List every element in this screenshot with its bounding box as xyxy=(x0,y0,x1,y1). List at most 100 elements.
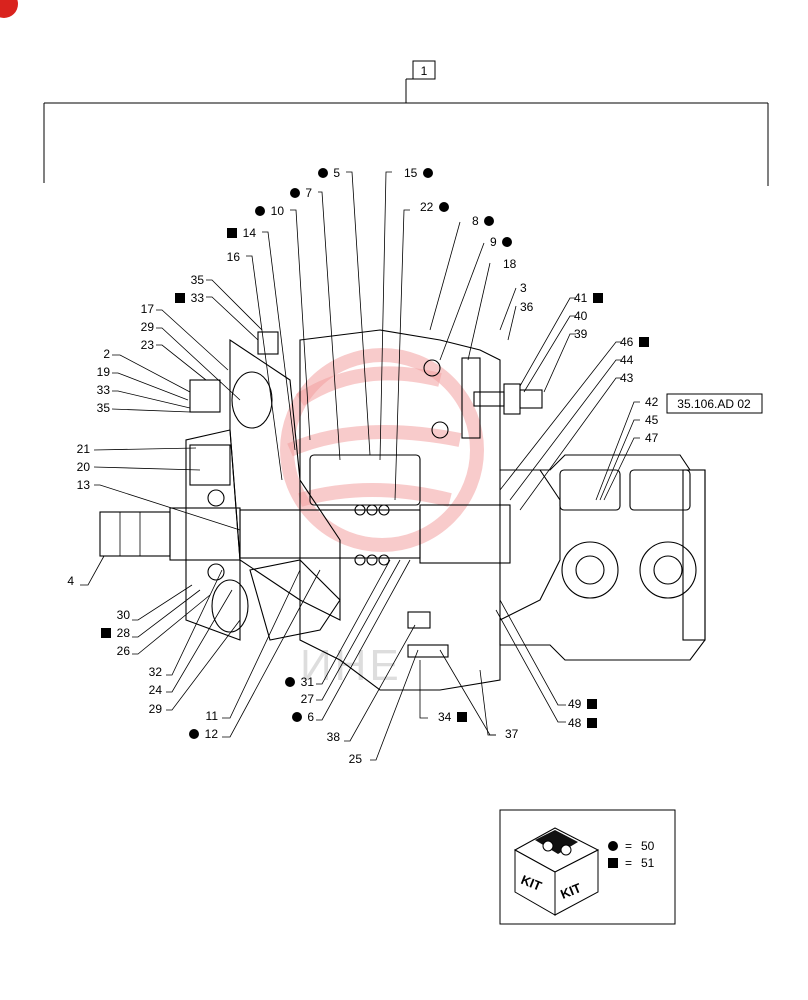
callout-number: 35 xyxy=(97,401,111,415)
kit-legend: KIT KIT = 50 = 51 xyxy=(499,809,676,925)
callout-number: 43 xyxy=(620,371,634,385)
callout-17: 17 xyxy=(141,302,155,316)
kit-box-icon: KIT KIT xyxy=(513,827,600,916)
dot-marker-icon xyxy=(439,202,449,212)
square-marker-icon xyxy=(227,228,237,238)
callout-42: 42 xyxy=(645,395,659,409)
pump-body-drawing xyxy=(99,329,706,691)
callout-29: 29 xyxy=(149,702,163,716)
callout-number: 21 xyxy=(77,442,91,456)
callout-3: 3 xyxy=(520,281,527,295)
callout-number: 31 xyxy=(301,675,315,689)
callout-28: 28 xyxy=(101,626,130,640)
callout-number: 25 xyxy=(349,752,363,766)
callout-number: 45 xyxy=(645,413,659,427)
callout-number: 26 xyxy=(117,644,131,658)
callout-14: 14 xyxy=(227,226,256,240)
callout-31: 31 xyxy=(285,675,314,689)
dot-marker-icon xyxy=(290,188,300,198)
callout-number: 2 xyxy=(103,347,110,361)
dot-marker-icon xyxy=(189,729,199,739)
assembly-ref-label: 1 xyxy=(421,64,428,78)
callout-18: 18 xyxy=(503,257,517,271)
callout-number: 13 xyxy=(77,478,91,492)
kit-label-right: KIT xyxy=(558,880,583,902)
callout-4: 4 xyxy=(67,574,74,588)
callout-number: 19 xyxy=(97,365,111,379)
callout-number: 8 xyxy=(472,214,479,228)
callout-number: 9 xyxy=(490,235,497,249)
callout-number: 32 xyxy=(149,665,163,679)
callout-number: 15 xyxy=(404,166,418,180)
callout-number: 48 xyxy=(568,716,582,730)
square-marker-icon xyxy=(457,712,467,722)
callout-12: 12 xyxy=(189,727,218,741)
callout-13: 13 xyxy=(77,478,91,492)
callout-10: 10 xyxy=(255,204,284,218)
legend-eq-square: = xyxy=(625,856,632,870)
callout-21: 21 xyxy=(77,442,91,456)
legend-square-icon xyxy=(608,858,618,868)
watermark: ИНЕ xyxy=(280,348,484,690)
callout-number: 30 xyxy=(117,608,131,622)
square-marker-icon xyxy=(587,699,597,709)
callout-number: 12 xyxy=(205,727,219,741)
callout-24: 24 xyxy=(149,683,163,697)
callout-22: 22 xyxy=(420,200,449,214)
callout-number: 36 xyxy=(520,300,534,314)
callout-number: 47 xyxy=(645,431,659,445)
legend-value-dot: 50 xyxy=(641,839,655,853)
dot-marker-icon xyxy=(423,168,433,178)
watermark-text: ИНЕ xyxy=(300,641,402,690)
callout-number: 6 xyxy=(307,710,314,724)
callout-number: 46 xyxy=(620,335,634,349)
callout-46: 46 xyxy=(620,335,649,349)
callout-number: 39 xyxy=(574,327,588,341)
dot-marker-icon xyxy=(318,168,328,178)
callout-23: 23 xyxy=(141,338,155,352)
callout-number: 27 xyxy=(301,692,315,706)
square-marker-icon xyxy=(593,293,603,303)
callout-29: 29 xyxy=(141,320,155,334)
callout-number: 4 xyxy=(67,574,74,588)
callout-number: 16 xyxy=(227,250,241,264)
assembly-bracket: 1 xyxy=(43,60,769,186)
callout-33: 33 xyxy=(175,291,204,305)
callout-number: 7 xyxy=(305,186,312,200)
callout-25: 25 xyxy=(349,752,363,766)
callout-26: 26 xyxy=(117,644,131,658)
callout-19: 19 xyxy=(97,365,111,379)
square-marker-icon xyxy=(101,628,111,638)
callout-9: 9 xyxy=(490,235,512,249)
callout-47: 47 xyxy=(645,431,659,445)
callout-number: 23 xyxy=(141,338,155,352)
callout-20: 20 xyxy=(77,460,91,474)
callout-35: 35 xyxy=(191,273,205,287)
callout-number: 33 xyxy=(97,383,111,397)
callout-number: 10 xyxy=(271,204,285,218)
callout-39: 39 xyxy=(574,327,588,341)
callout-11: 11 xyxy=(206,709,219,723)
cross-ref-label: 35.106.AD 02 xyxy=(677,397,751,411)
callout-number: 44 xyxy=(620,353,634,367)
callout-40: 40 xyxy=(574,309,588,323)
callout-16: 16 xyxy=(227,250,241,264)
corner-badge xyxy=(0,0,18,18)
callout-number: 14 xyxy=(243,226,257,240)
callout-number: 29 xyxy=(141,320,155,334)
callout-number: 24 xyxy=(149,683,163,697)
callout-number: 20 xyxy=(77,460,91,474)
callout-7: 7 xyxy=(290,186,312,200)
callout-number: 17 xyxy=(141,302,155,316)
callout-38: 38 xyxy=(327,730,341,744)
dot-marker-icon xyxy=(255,206,265,216)
callout-number: 18 xyxy=(503,257,517,271)
callout-number: 40 xyxy=(574,309,588,323)
square-marker-icon xyxy=(587,718,597,728)
callout-49: 49 xyxy=(568,697,597,711)
callout-8: 8 xyxy=(472,214,494,228)
legend-value-square: 51 xyxy=(641,856,655,870)
callout-number: 5 xyxy=(333,166,340,180)
dot-marker-icon xyxy=(285,677,295,687)
